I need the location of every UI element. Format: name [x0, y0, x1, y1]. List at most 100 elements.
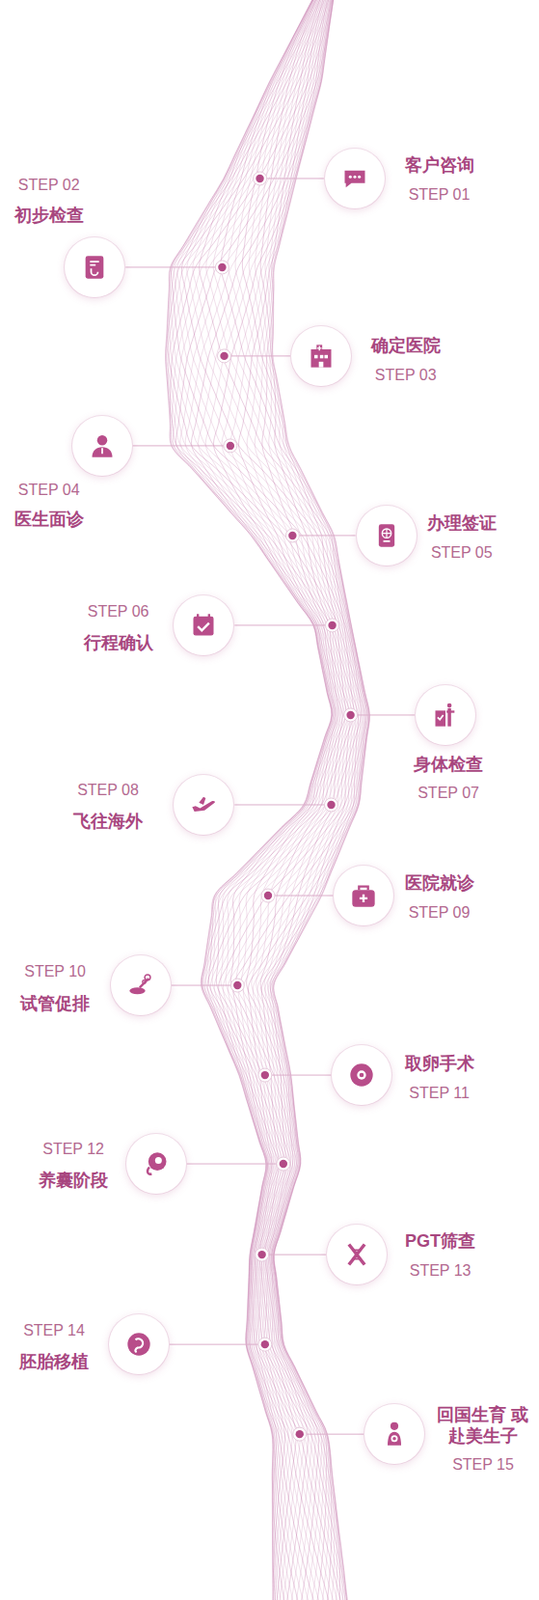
dot-ring — [217, 349, 232, 363]
icon-circle — [126, 1132, 187, 1193]
timeline-dot — [217, 263, 226, 271]
step-title: 回国生育 或赴美生子 — [436, 1401, 529, 1446]
dot-ring — [293, 1426, 307, 1440]
step-node: STEP 04医生面诊 — [72, 415, 133, 476]
step-icon — [373, 521, 401, 549]
step-title: 胚胎移植 — [19, 1348, 89, 1373]
step-number: STEP 07 — [417, 783, 480, 802]
step-node: PGT筛查STEP 13 — [326, 1223, 387, 1284]
icon-circle — [72, 415, 133, 476]
ribbon-strand — [173, 0, 370, 1599]
timeline-dot — [261, 1070, 270, 1078]
timeline-dot — [288, 531, 297, 539]
icon-circle — [356, 505, 417, 566]
icon-circle — [108, 1313, 169, 1374]
step-node: STEP 10试管促排 — [110, 954, 171, 1015]
step-number: STEP 08 — [77, 781, 139, 799]
timeline-dot — [264, 890, 272, 899]
ribbon-strand — [230, 0, 332, 1599]
timeline-dot — [233, 980, 242, 989]
dot-ring — [324, 797, 339, 811]
icon-circle — [291, 325, 351, 386]
dot-ring — [253, 171, 268, 186]
leader-line — [268, 1253, 326, 1255]
ribbon-strand — [167, 0, 366, 1599]
dot-ring — [258, 1336, 272, 1350]
ribbon-strand — [169, 0, 369, 1599]
dot-ring — [285, 528, 299, 542]
step-icon — [189, 611, 217, 639]
step-number: STEP 04 — [18, 481, 81, 499]
dot-ring — [215, 260, 229, 274]
icon-circle — [110, 954, 171, 1015]
leader-line — [266, 177, 324, 179]
step-title: 身体检查 — [413, 752, 484, 776]
step-node: 回国生育 或赴美生子STEP 15 — [364, 1402, 425, 1463]
step-node: 确定医院STEP 03 — [291, 325, 351, 386]
step-node: 身体检查STEP 07 — [415, 684, 476, 745]
ribbon-strand — [230, 0, 332, 1599]
icon-circle — [326, 1223, 387, 1284]
dot-ring — [230, 977, 244, 992]
leader-line — [169, 1343, 260, 1345]
step-node: 取卵手术STEP 11 — [331, 1044, 392, 1105]
step-number: STEP 06 — [87, 602, 150, 620]
step-node: 医院就诊STEP 09 — [333, 864, 394, 925]
timeline-dot — [255, 174, 264, 183]
step-icon — [431, 700, 459, 728]
step-icon — [189, 790, 217, 818]
step-number: STEP 01 — [408, 186, 471, 204]
leader-line — [270, 1074, 331, 1076]
step-title: 医生面诊 — [14, 507, 84, 531]
step-node: 客户咨询STEP 01 — [324, 148, 385, 209]
icon-circle — [331, 1044, 392, 1105]
ribbon-strand — [168, 0, 367, 1599]
timeline-dot — [327, 620, 336, 629]
step-node: STEP 14胚胎移植 — [108, 1313, 169, 1374]
step-title: PGT筛查 — [404, 1228, 476, 1252]
leader-line — [356, 713, 415, 715]
step-number: STEP 14 — [23, 1320, 85, 1339]
step-node: 办理签证STEP 05 — [356, 505, 417, 566]
step-title: 初步检查 — [14, 203, 84, 227]
step-title: 养囊阶段 — [38, 1167, 108, 1191]
dot-ring — [276, 1156, 291, 1170]
icon-circle — [415, 684, 476, 745]
icon-circle — [64, 237, 125, 297]
step-title: 客户咨询 — [404, 153, 475, 177]
step-number: STEP 02 — [18, 176, 81, 194]
timeline-dot — [279, 1158, 288, 1167]
step-number: STEP 09 — [408, 903, 471, 921]
timeline-dot — [226, 441, 235, 450]
step-icon — [380, 1419, 408, 1447]
step-node: STEP 06行程确认 — [173, 594, 234, 655]
step-icon — [348, 1060, 376, 1088]
step-node: STEP 08飞往海外 — [173, 774, 234, 835]
step-number: STEP 03 — [375, 366, 437, 384]
leader-line — [133, 444, 225, 446]
dot-ring — [344, 707, 358, 722]
icon-circle — [333, 864, 394, 925]
step-number: STEP 15 — [452, 1455, 514, 1473]
step-icon — [80, 253, 108, 281]
timeline-dot — [257, 1249, 266, 1258]
timeline-dot — [261, 1339, 270, 1348]
icon-circle — [324, 148, 385, 209]
leader-line — [234, 623, 326, 625]
dot-ring — [255, 1246, 270, 1261]
step-number: STEP 10 — [24, 962, 86, 980]
dot-ring — [258, 1067, 272, 1081]
step-icon — [350, 881, 378, 909]
leader-line — [187, 1162, 278, 1164]
dot-ring — [261, 888, 275, 902]
leader-line — [234, 803, 325, 805]
step-number: STEP 11 — [408, 1083, 470, 1102]
step-number: STEP 05 — [431, 543, 493, 562]
icon-circle — [173, 774, 234, 835]
timeline-dot — [326, 800, 335, 809]
leader-line — [230, 354, 291, 356]
dot-ring — [223, 438, 238, 453]
step-title: 试管促排 — [20, 991, 90, 1015]
step-title: 取卵手术 — [404, 1051, 475, 1075]
ribbon-strand — [168, 0, 354, 1599]
